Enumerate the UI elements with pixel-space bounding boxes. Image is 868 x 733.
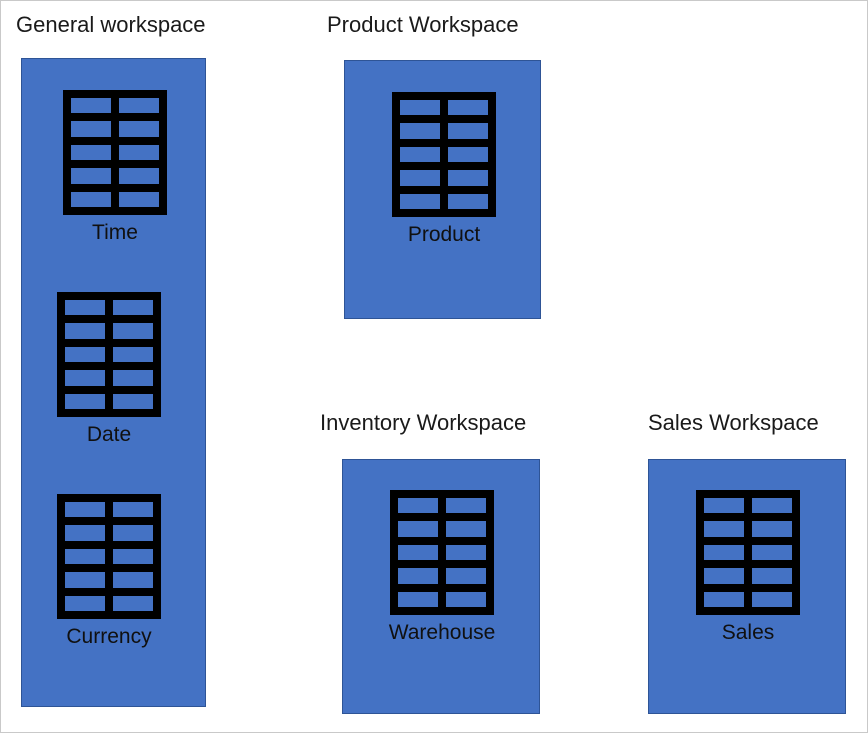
table-icon — [63, 90, 167, 215]
workspace-title-sales: Sales Workspace — [648, 410, 819, 435]
entity-label: Currency — [66, 625, 152, 648]
entity-time[interactable]: Time — [60, 90, 170, 245]
entity-label: Time — [92, 221, 138, 244]
entity-label: Date — [86, 423, 132, 446]
workspace-title-product: Product Workspace — [327, 12, 519, 37]
entity-label: Product — [407, 223, 481, 246]
workspace-panel-product[interactable]: Product — [344, 60, 541, 319]
entity-currency[interactable]: Currency — [54, 494, 164, 649]
entity-label: Sales — [721, 621, 775, 644]
workspace-title-inventory: Inventory Workspace — [320, 410, 527, 435]
entity-label: Warehouse — [388, 621, 496, 644]
table-icon — [696, 490, 800, 615]
table-icon — [57, 292, 161, 417]
entity-sales[interactable]: Sales — [693, 490, 803, 645]
entity-warehouse[interactable]: Warehouse — [387, 490, 497, 645]
workspace-panel-general[interactable]: Time Date Currency — [21, 58, 206, 707]
table-icon — [390, 490, 494, 615]
workspace-title-general: General workspace — [16, 12, 206, 37]
workspace-panel-inventory[interactable]: Warehouse — [342, 459, 540, 714]
entity-product[interactable]: Product — [389, 92, 499, 247]
entity-date[interactable]: Date — [54, 292, 164, 447]
table-icon — [392, 92, 496, 217]
workspace-panel-sales[interactable]: Sales — [648, 459, 846, 714]
table-icon — [57, 494, 161, 619]
